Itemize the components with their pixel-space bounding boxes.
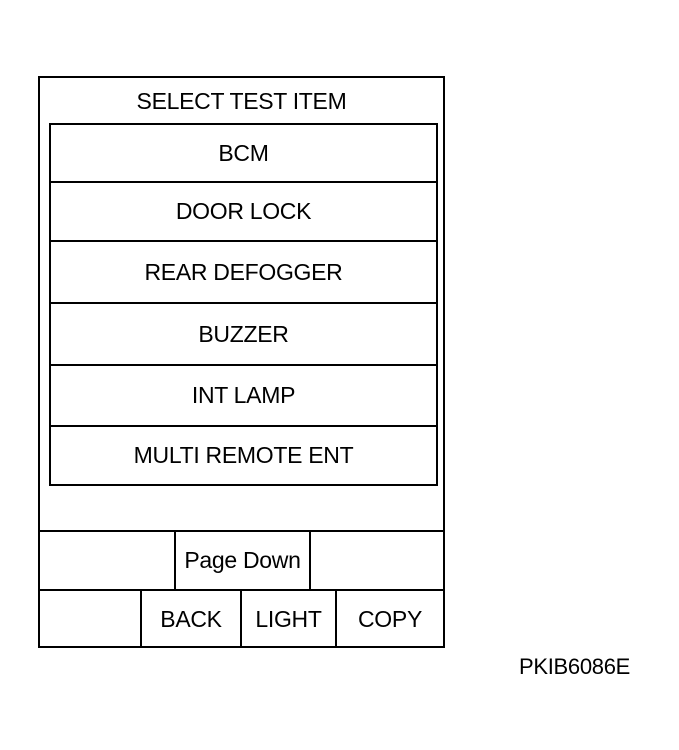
test-item-buzzer[interactable]: BUZZER bbox=[51, 304, 436, 366]
test-item-door-lock[interactable]: DOOR LOCK bbox=[51, 183, 436, 242]
test-item-multi-remote-ent[interactable]: MULTI REMOTE ENT bbox=[133, 442, 354, 468]
test-item-bcm[interactable]: BCM bbox=[51, 125, 436, 183]
page-down-button[interactable]: Page Down bbox=[176, 532, 311, 589]
toolbar-row: BACK LIGHT COPY bbox=[40, 589, 443, 648]
test-item-list: BCM DOOR LOCK REAR DEFOGGER BUZZER INT L… bbox=[49, 123, 438, 486]
figure-code: PKIB6086E bbox=[519, 654, 631, 679]
copy-button[interactable]: COPY bbox=[358, 606, 422, 632]
consult-screen: SELECT TEST ITEM BCM DOOR LOCK REAR DEFO… bbox=[38, 76, 445, 648]
empty-cell-right bbox=[311, 532, 443, 589]
light-button[interactable]: LIGHT bbox=[242, 591, 337, 648]
page-nav-row: Page Down bbox=[40, 530, 443, 589]
test-item-int-lamp[interactable]: INT LAMP bbox=[51, 366, 436, 427]
empty-toolbar-cell bbox=[40, 591, 142, 648]
screen-title: SELECT TEST ITEM bbox=[136, 88, 347, 114]
test-item-rear-defogger[interactable]: REAR DEFOGGER bbox=[51, 242, 436, 304]
empty-cell-left bbox=[40, 532, 176, 589]
back-button[interactable]: BACK bbox=[142, 591, 242, 648]
